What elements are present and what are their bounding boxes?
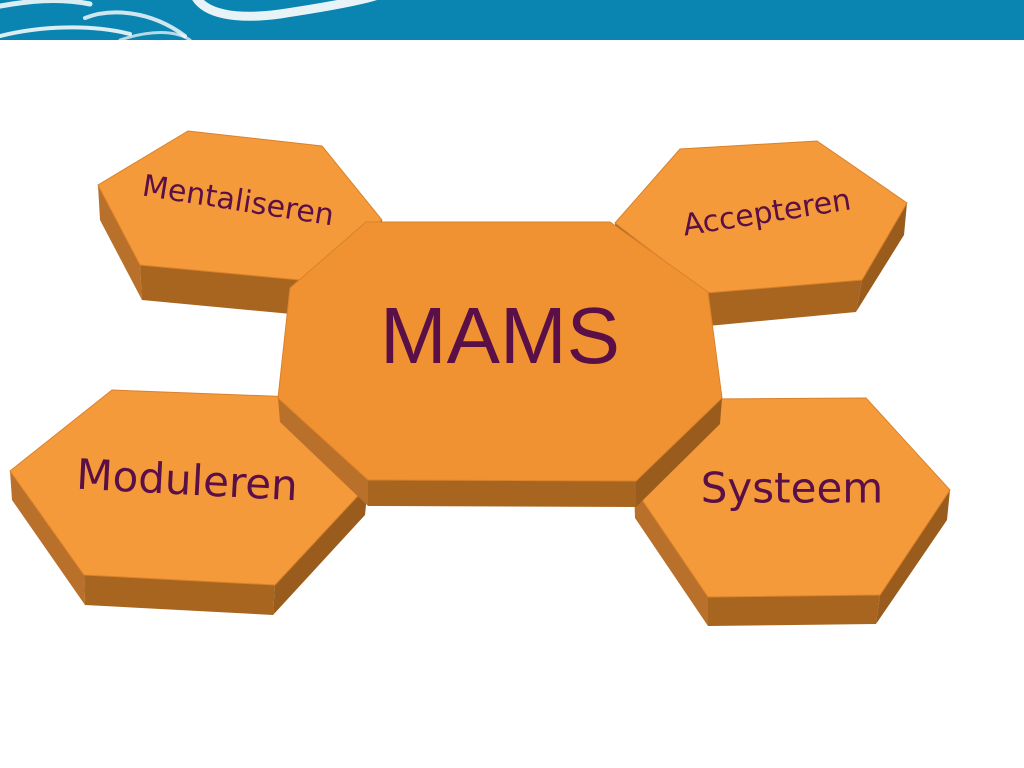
hexagon-systeem[interactable]: Systeem [633,397,951,626]
header-swirl-decoration [0,0,378,40]
hexagon-moduleren[interactable]: Moduleren [9,389,369,615]
label-systeem: Systeem [701,464,883,513]
header-band [0,0,1024,40]
label-moduleren: Moduleren [75,450,299,511]
hexagon-center-mams[interactable]: MAMS [277,221,723,507]
center-label-mams: MAMS [380,291,620,380]
